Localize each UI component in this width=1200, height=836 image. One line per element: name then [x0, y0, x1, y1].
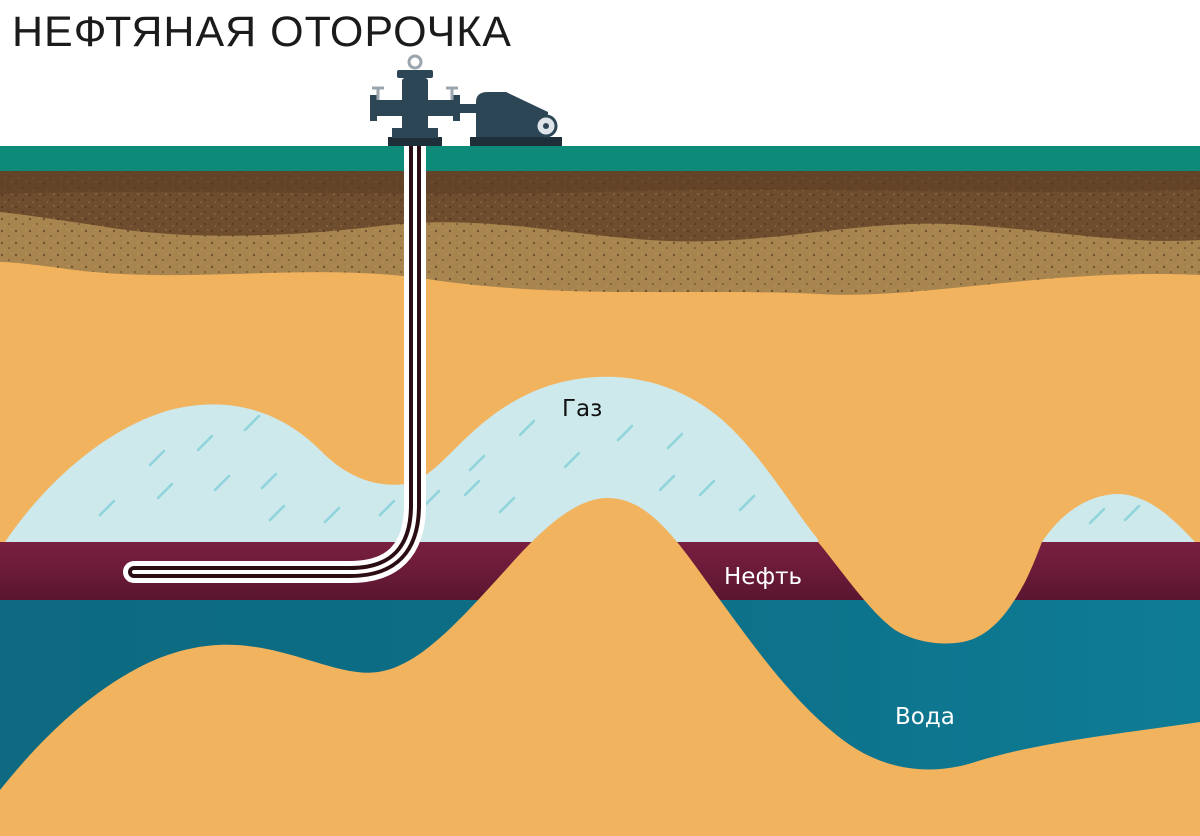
water-label: Вода: [895, 704, 955, 730]
soil-layers: [0, 170, 1200, 295]
gas-label: Газ: [562, 396, 602, 422]
rock-overlay-top: [818, 487, 1042, 542]
oil-label: Нефть: [724, 564, 802, 590]
wellhead-equipment: [370, 54, 476, 146]
ground-surface: [0, 146, 1200, 171]
pump-unit: [470, 92, 562, 146]
well-pipe: [123, 135, 426, 583]
rock-structures: [0, 497, 1200, 836]
diagram-title: НЕФТЯНАЯ ОТОРОЧКА: [12, 8, 512, 56]
